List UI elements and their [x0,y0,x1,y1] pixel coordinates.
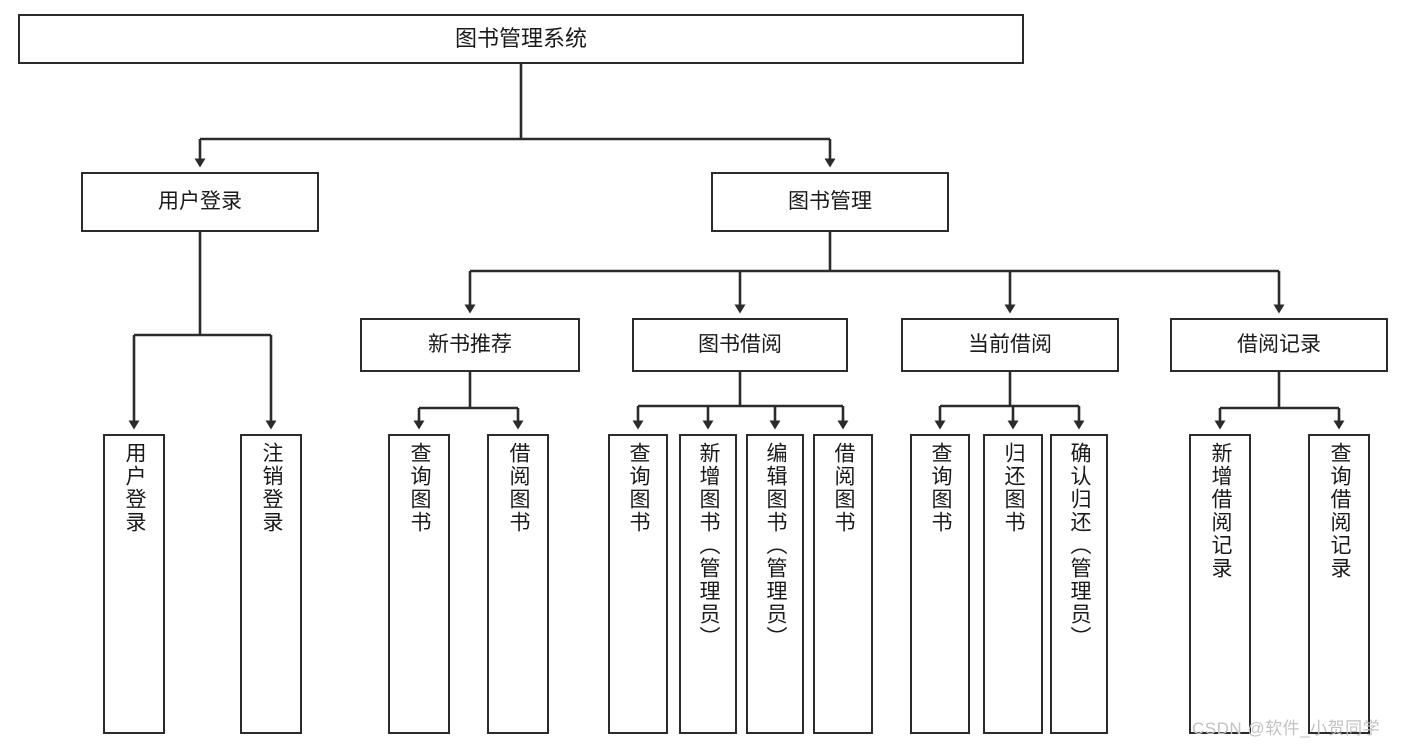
node-book-borrow-label: 图书借阅 [698,332,782,356]
node-leaf-add-record-label: 新增借阅记录 [1209,442,1233,580]
node-book-management-label: 图书管理 [788,189,872,213]
node-leaf-query-book-1-label: 查询图书 [408,442,432,534]
node-leaf-confirm-return-label: 确认归还（管理员） [1068,442,1092,649]
node-leaf-return-book[interactable]: 归还图书 [983,434,1043,734]
node-leaf-confirm-return[interactable]: 确认归还（管理员） [1050,434,1108,734]
node-new-book-recommend[interactable]: 新书推荐 [360,318,580,372]
node-leaf-query-record[interactable]: 查询借阅记录 [1308,434,1370,734]
node-leaf-add-record[interactable]: 新增借阅记录 [1189,434,1251,734]
node-leaf-edit-book-label: 编辑图书（管理员） [764,442,788,649]
node-leaf-add-book-label: 新增图书（管理员） [697,442,721,649]
node-root-label: 图书管理系统 [454,26,587,52]
node-borrow-record[interactable]: 借阅记录 [1170,318,1388,372]
node-leaf-query-record-label: 查询借阅记录 [1328,442,1352,580]
node-new-book-recommend-label: 新书推荐 [428,332,512,356]
node-leaf-edit-book[interactable]: 编辑图书（管理员） [746,434,804,734]
node-leaf-logout[interactable]: 注销登录 [240,434,302,734]
node-leaf-user-login-label: 用户登录 [123,442,147,534]
node-root[interactable]: 图书管理系统 [18,14,1024,64]
node-leaf-borrow-book-2[interactable]: 借阅图书 [813,434,873,734]
node-leaf-logout-label: 注销登录 [260,442,284,534]
node-leaf-borrow-book-1-label: 借阅图书 [507,442,531,534]
node-leaf-return-book-label: 归还图书 [1002,442,1026,534]
node-book-management[interactable]: 图书管理 [711,172,949,232]
node-leaf-query-book-1[interactable]: 查询图书 [388,434,450,734]
node-borrow-record-label: 借阅记录 [1237,332,1321,356]
node-current-borrow[interactable]: 当前借阅 [901,318,1119,372]
node-leaf-user-login[interactable]: 用户登录 [103,434,165,734]
node-user-login-label: 用户登录 [158,189,242,213]
node-book-borrow[interactable]: 图书借阅 [632,318,848,372]
node-leaf-borrow-book-2-label: 借阅图书 [832,442,856,534]
node-leaf-query-book-2-label: 查询图书 [627,442,651,534]
node-leaf-query-book-3[interactable]: 查询图书 [910,434,970,734]
node-leaf-query-book-2[interactable]: 查询图书 [608,434,668,734]
node-leaf-query-book-3-label: 查询图书 [929,442,953,534]
node-current-borrow-label: 当前借阅 [968,332,1052,356]
node-leaf-borrow-book-1[interactable]: 借阅图书 [487,434,549,734]
watermark: CSDN @软件_小贺同学 [1192,719,1381,738]
node-user-login[interactable]: 用户登录 [81,172,319,232]
node-leaf-add-book[interactable]: 新增图书（管理员） [679,434,737,734]
